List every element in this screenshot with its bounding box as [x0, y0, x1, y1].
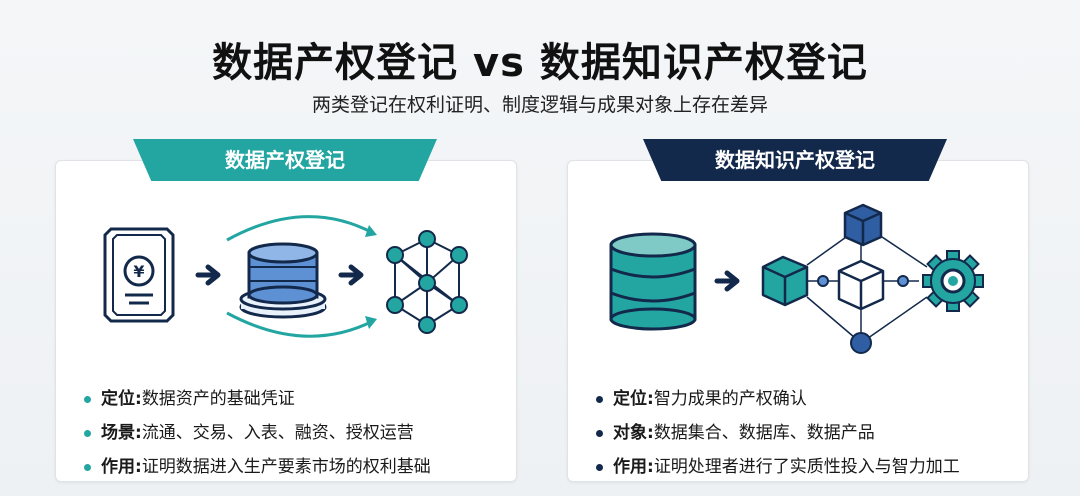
- arrow-right-icon: [714, 270, 740, 292]
- bullet-dot: [84, 463, 91, 471]
- bullet-text: 证明数据进入生产要素市场的权利基础: [141, 457, 431, 477]
- bullet-label: 对象:: [613, 423, 654, 443]
- bullet-dot: [84, 429, 91, 437]
- list-item: 作用:证明处理者进行了实质性投入与智力加工: [596, 450, 960, 484]
- left-diagram: ¥: [103, 215, 468, 338]
- bullet-label: 定位:: [613, 389, 654, 409]
- network-graph-icon: [386, 230, 468, 334]
- bullet-text: 流通、交易、入表、融资、授权运营: [141, 423, 414, 443]
- svg-text:¥: ¥: [133, 262, 144, 281]
- bullet-label: 场景:: [101, 423, 142, 443]
- arrow-right-icon: [195, 264, 221, 286]
- database-stack-icon: [239, 242, 327, 319]
- bullet-text: 证明处理者进行了实质性投入与智力加工: [653, 457, 960, 477]
- bullet-label: 作用:: [101, 457, 142, 477]
- right-bullet-list: 定位:智力成果的产权确认 对象:数据集合、数据库、数据产品 作用:证明处理者进行…: [596, 382, 960, 484]
- page-title: 数据产权登记 vs 数据知识产权登记: [212, 40, 868, 86]
- left-bullet-list: 定位:数据资产的基础凭证 场景:流通、交易、入表、融资、授权运营 作用:证明数据…: [84, 382, 431, 484]
- bullet-dot: [84, 395, 91, 403]
- node-dots: [817, 275, 909, 354]
- bullet-text: 数据集合、数据库、数据产品: [653, 423, 875, 443]
- cube-icon: [843, 203, 883, 247]
- gear-icon: [922, 250, 984, 312]
- bullet-dot: [596, 395, 603, 403]
- arrow-right-icon: [338, 264, 364, 286]
- database-icon: [609, 232, 697, 331]
- list-item: 作用:证明数据进入生产要素市场的权利基础: [84, 450, 431, 484]
- bullet-text: 智力成果的产权确认: [653, 389, 807, 409]
- bullet-dot: [596, 463, 603, 471]
- list-item: 定位:智力成果的产权确认: [596, 382, 960, 416]
- bullet-text: 数据资产的基础凭证: [141, 389, 295, 409]
- curved-arrows-icon: [226, 215, 377, 338]
- bullet-label: 作用:: [613, 457, 654, 477]
- tab-data-property-registration: 数据产权登记: [133, 139, 437, 181]
- bullet-label: 定位:: [101, 389, 142, 409]
- right-diagram: [609, 203, 984, 354]
- list-item: 对象:数据集合、数据库、数据产品: [596, 416, 960, 450]
- cube-network-icon: [837, 259, 885, 311]
- bullet-dot: [596, 429, 603, 437]
- certificate-icon: ¥: [103, 227, 175, 323]
- tab-data-ip-registration: 数据知识产权登记: [643, 139, 947, 181]
- list-item: 定位:数据资产的基础凭证: [84, 382, 431, 416]
- list-item: 场景:流通、交易、入表、融资、授权运营: [84, 416, 431, 450]
- page-subtitle: 两类登记在权利证明、制度逻辑与成果对象上存在差异: [311, 94, 768, 116]
- cube-icon: [761, 255, 809, 307]
